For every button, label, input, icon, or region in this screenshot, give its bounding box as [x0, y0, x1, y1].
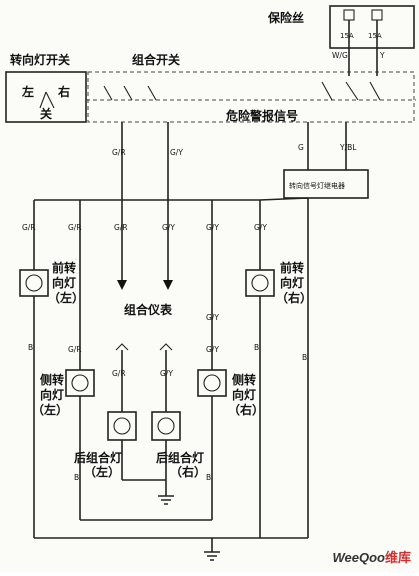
svg-text:（右）: （右） [228, 402, 264, 417]
svg-text:（右）: （右） [170, 464, 206, 479]
turn-switch-title: 转向灯开关 [10, 52, 70, 67]
cluster-label: 组合仪表 [124, 302, 173, 317]
lamp-rear-left: 后组合灯 （左） [74, 411, 137, 479]
bulb-icon [71, 374, 89, 392]
wire-label-b-5: B [206, 473, 211, 482]
wire-label-b-4: B [74, 473, 79, 482]
wire-label-gy-top: G/Y [170, 148, 183, 157]
ground-symbol-rear [158, 495, 174, 505]
bulb-icon [157, 417, 175, 435]
turn-switch-right: 右 [57, 84, 70, 99]
lamp-side-left: 侧转 向灯 （左） [32, 369, 95, 417]
combo-switch-frame [87, 71, 415, 123]
svg-text:侧转: 侧转 [40, 372, 64, 387]
combo-switch-title: 组合开关 [132, 52, 180, 67]
bulb-icon [251, 274, 269, 292]
svg-text:前转: 前转 [280, 260, 304, 275]
svg-text:侧转: 侧转 [232, 372, 256, 387]
wire-label-b-3: B [302, 353, 307, 362]
svg-text:向灯: 向灯 [280, 275, 304, 290]
feed-wires: W/G Y [332, 20, 385, 76]
svg-text:（左）: （左） [48, 290, 84, 305]
wire-label-gr-5: G/R [112, 369, 126, 378]
hazard-label: 危险警报信号 [225, 108, 298, 123]
svg-text:向灯: 向灯 [40, 387, 64, 402]
svg-text:（右）: （右） [276, 290, 312, 305]
relay-box [283, 169, 369, 199]
wire-label-wg: W/G [332, 51, 348, 60]
main-wiring: G/R G/Y G/R G/R G/R G/Y G/Y G/Y 组合仪表 G/Y… [22, 122, 309, 412]
wire-label-g-relay: G [298, 143, 304, 152]
wire-label-y: Y [379, 51, 385, 60]
svg-text:前转: 前转 [52, 260, 76, 275]
turn-switch-box [5, 71, 87, 123]
ground-wiring: B B B B B [28, 198, 309, 561]
svg-text:后组合灯: 后组合灯 [156, 450, 204, 465]
lamp-side-right: 侧转 向灯 （右） [197, 369, 264, 417]
bulb-icon [25, 274, 43, 292]
fuse-box-title: 保险丝 [267, 10, 304, 25]
wire-label-gr-2: G/R [68, 223, 82, 232]
ground-symbol-main [204, 551, 220, 561]
wire-label-b-2: B [254, 343, 259, 352]
wire-label-gy-1: G/Y [162, 223, 175, 232]
wire-label-b-1: B [28, 343, 33, 352]
wire-label-ybl: Y/BL [339, 143, 357, 152]
fuse-terminal-1 [343, 9, 355, 21]
fuse-rating-2: 15A [368, 32, 382, 40]
switch-area: 转向灯开关 组合开关 左 右 关 危险警报信号 [5, 52, 416, 123]
bulb-icon [203, 374, 221, 392]
svg-text:向灯: 向灯 [232, 387, 256, 402]
turn-switch-contacts [39, 91, 55, 109]
fuse-box: 保险丝 15A 15A [267, 5, 415, 49]
fuse-box-frame [329, 5, 415, 49]
wire-label-gy-2: G/Y [206, 223, 219, 232]
bulb-icon [113, 417, 131, 435]
hazard-switch-contacts [321, 81, 381, 101]
wire-label-gr-1: G/R [22, 223, 36, 232]
svg-text:（左）: （左） [32, 402, 68, 417]
fuse-terminal-2 [371, 9, 383, 21]
wire-label-gy-3: G/Y [254, 223, 267, 232]
fuse-rating-1: 15A [340, 32, 354, 40]
turn-switch-off: 关 [40, 106, 52, 121]
svg-text:后组合灯: 后组合灯 [74, 450, 122, 465]
relay-label: 转向信号灯继电器 [289, 181, 345, 190]
lamp-front-left: 前转 向灯 （左） [19, 260, 84, 305]
wire-label-gr-top: G/R [112, 148, 126, 157]
turn-switch-left: 左 [21, 84, 34, 99]
watermark-logo: WeeQoo维库 [332, 550, 411, 565]
lamp-rear-right: 后组合灯 （右） [151, 411, 206, 479]
wire-label-gy-4: G/Y [206, 313, 219, 322]
svg-text:（左）: （左） [84, 464, 120, 479]
turn-relay: G Y/BL 转向信号灯继电器 [283, 122, 369, 199]
combo-switch-contacts [103, 85, 157, 101]
wire-label-gr-3: G/R [114, 223, 128, 232]
svg-text:向灯: 向灯 [52, 275, 76, 290]
wire-label-gr-4: G/R [68, 345, 82, 354]
lamp-front-right: 前转 向灯 （右） [245, 260, 312, 305]
